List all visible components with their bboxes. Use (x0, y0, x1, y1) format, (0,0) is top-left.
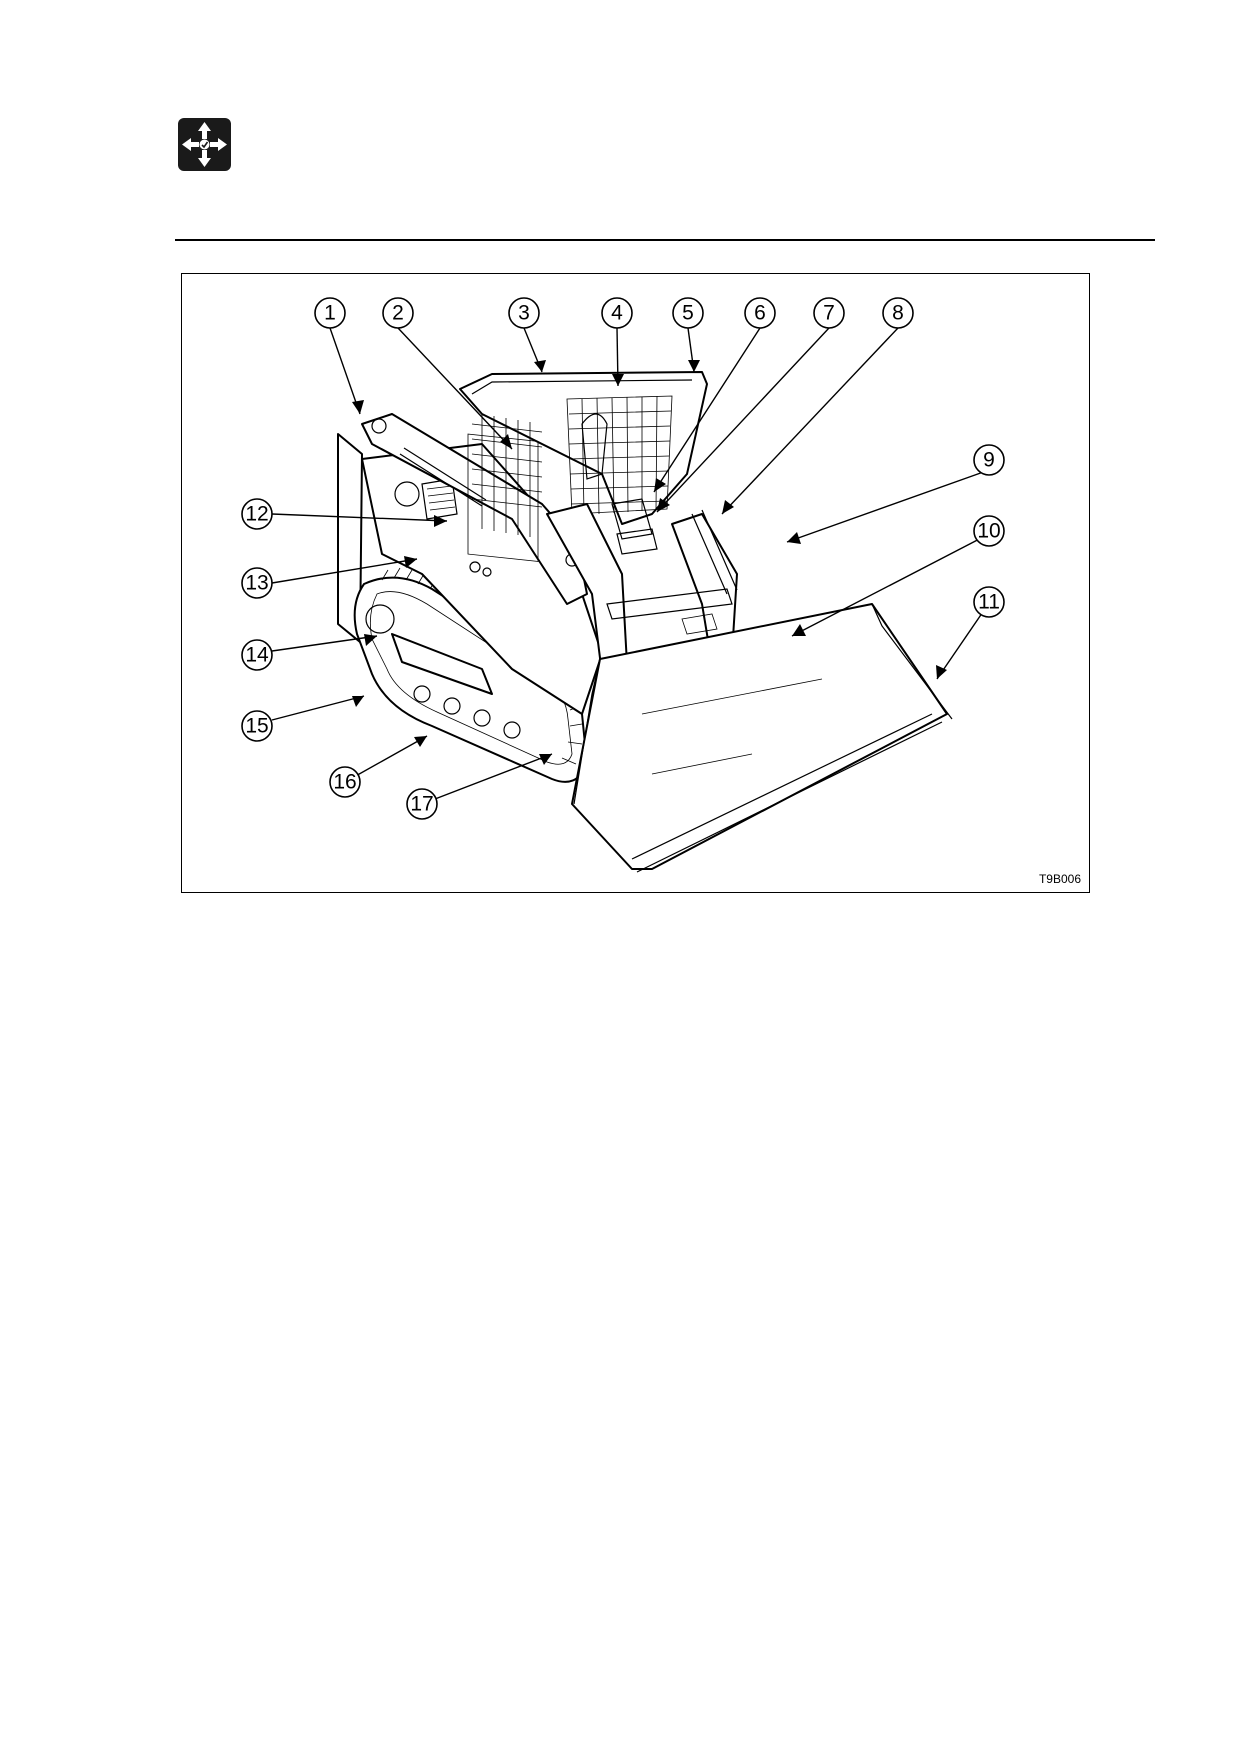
svg-text:12: 12 (245, 503, 268, 526)
callout-14: 14 (241, 639, 273, 671)
svg-text:8: 8 (892, 302, 904, 325)
svg-text:17: 17 (410, 793, 433, 816)
svg-text:4: 4 (611, 302, 623, 325)
compact-track-loader-illustration: 1 2 3 4 5 6 7 8 9 10 11 12 13 14 15 16 1… (241, 297, 1005, 873)
callout-9: 9 (973, 444, 1005, 476)
move-arrows-icon (178, 118, 231, 171)
machine-diagram-figure: 1 2 3 4 5 6 7 8 9 10 11 12 13 14 15 16 1… (181, 273, 1090, 893)
callout-15: 15 (241, 710, 273, 742)
machine-drawing (337, 371, 953, 873)
callout-8: 8 (882, 297, 914, 329)
svg-text:14: 14 (245, 644, 269, 667)
header-divider (175, 239, 1155, 241)
svg-text:6: 6 (754, 302, 766, 325)
callout-10: 10 (973, 515, 1005, 547)
callout-7: 7 (813, 297, 845, 329)
callout-17: 17 (406, 788, 438, 820)
svg-text:16: 16 (333, 771, 356, 794)
svg-text:13: 13 (245, 572, 268, 595)
callout-6: 6 (744, 297, 776, 329)
svg-text:9: 9 (983, 449, 995, 472)
callout-5: 5 (672, 297, 704, 329)
leader-lines (271, 327, 990, 805)
svg-text:7: 7 (823, 302, 835, 325)
callout-16: 16 (329, 766, 361, 798)
figure-code: T9B006 (1038, 872, 1081, 886)
callout-4: 4 (601, 297, 633, 329)
svg-text:2: 2 (392, 302, 404, 325)
callout-2: 2 (382, 297, 414, 329)
callout-1: 1 (314, 297, 346, 329)
svg-text:1: 1 (324, 302, 336, 325)
callout-11: 11 (973, 586, 1005, 618)
callout-3: 3 (508, 297, 540, 329)
svg-text:3: 3 (518, 302, 530, 325)
svg-text:5: 5 (682, 302, 694, 325)
svg-text:11: 11 (978, 591, 1000, 614)
callout-13: 13 (241, 567, 273, 599)
callout-12: 12 (241, 498, 273, 530)
svg-text:10: 10 (977, 520, 1000, 543)
svg-text:15: 15 (245, 715, 268, 738)
